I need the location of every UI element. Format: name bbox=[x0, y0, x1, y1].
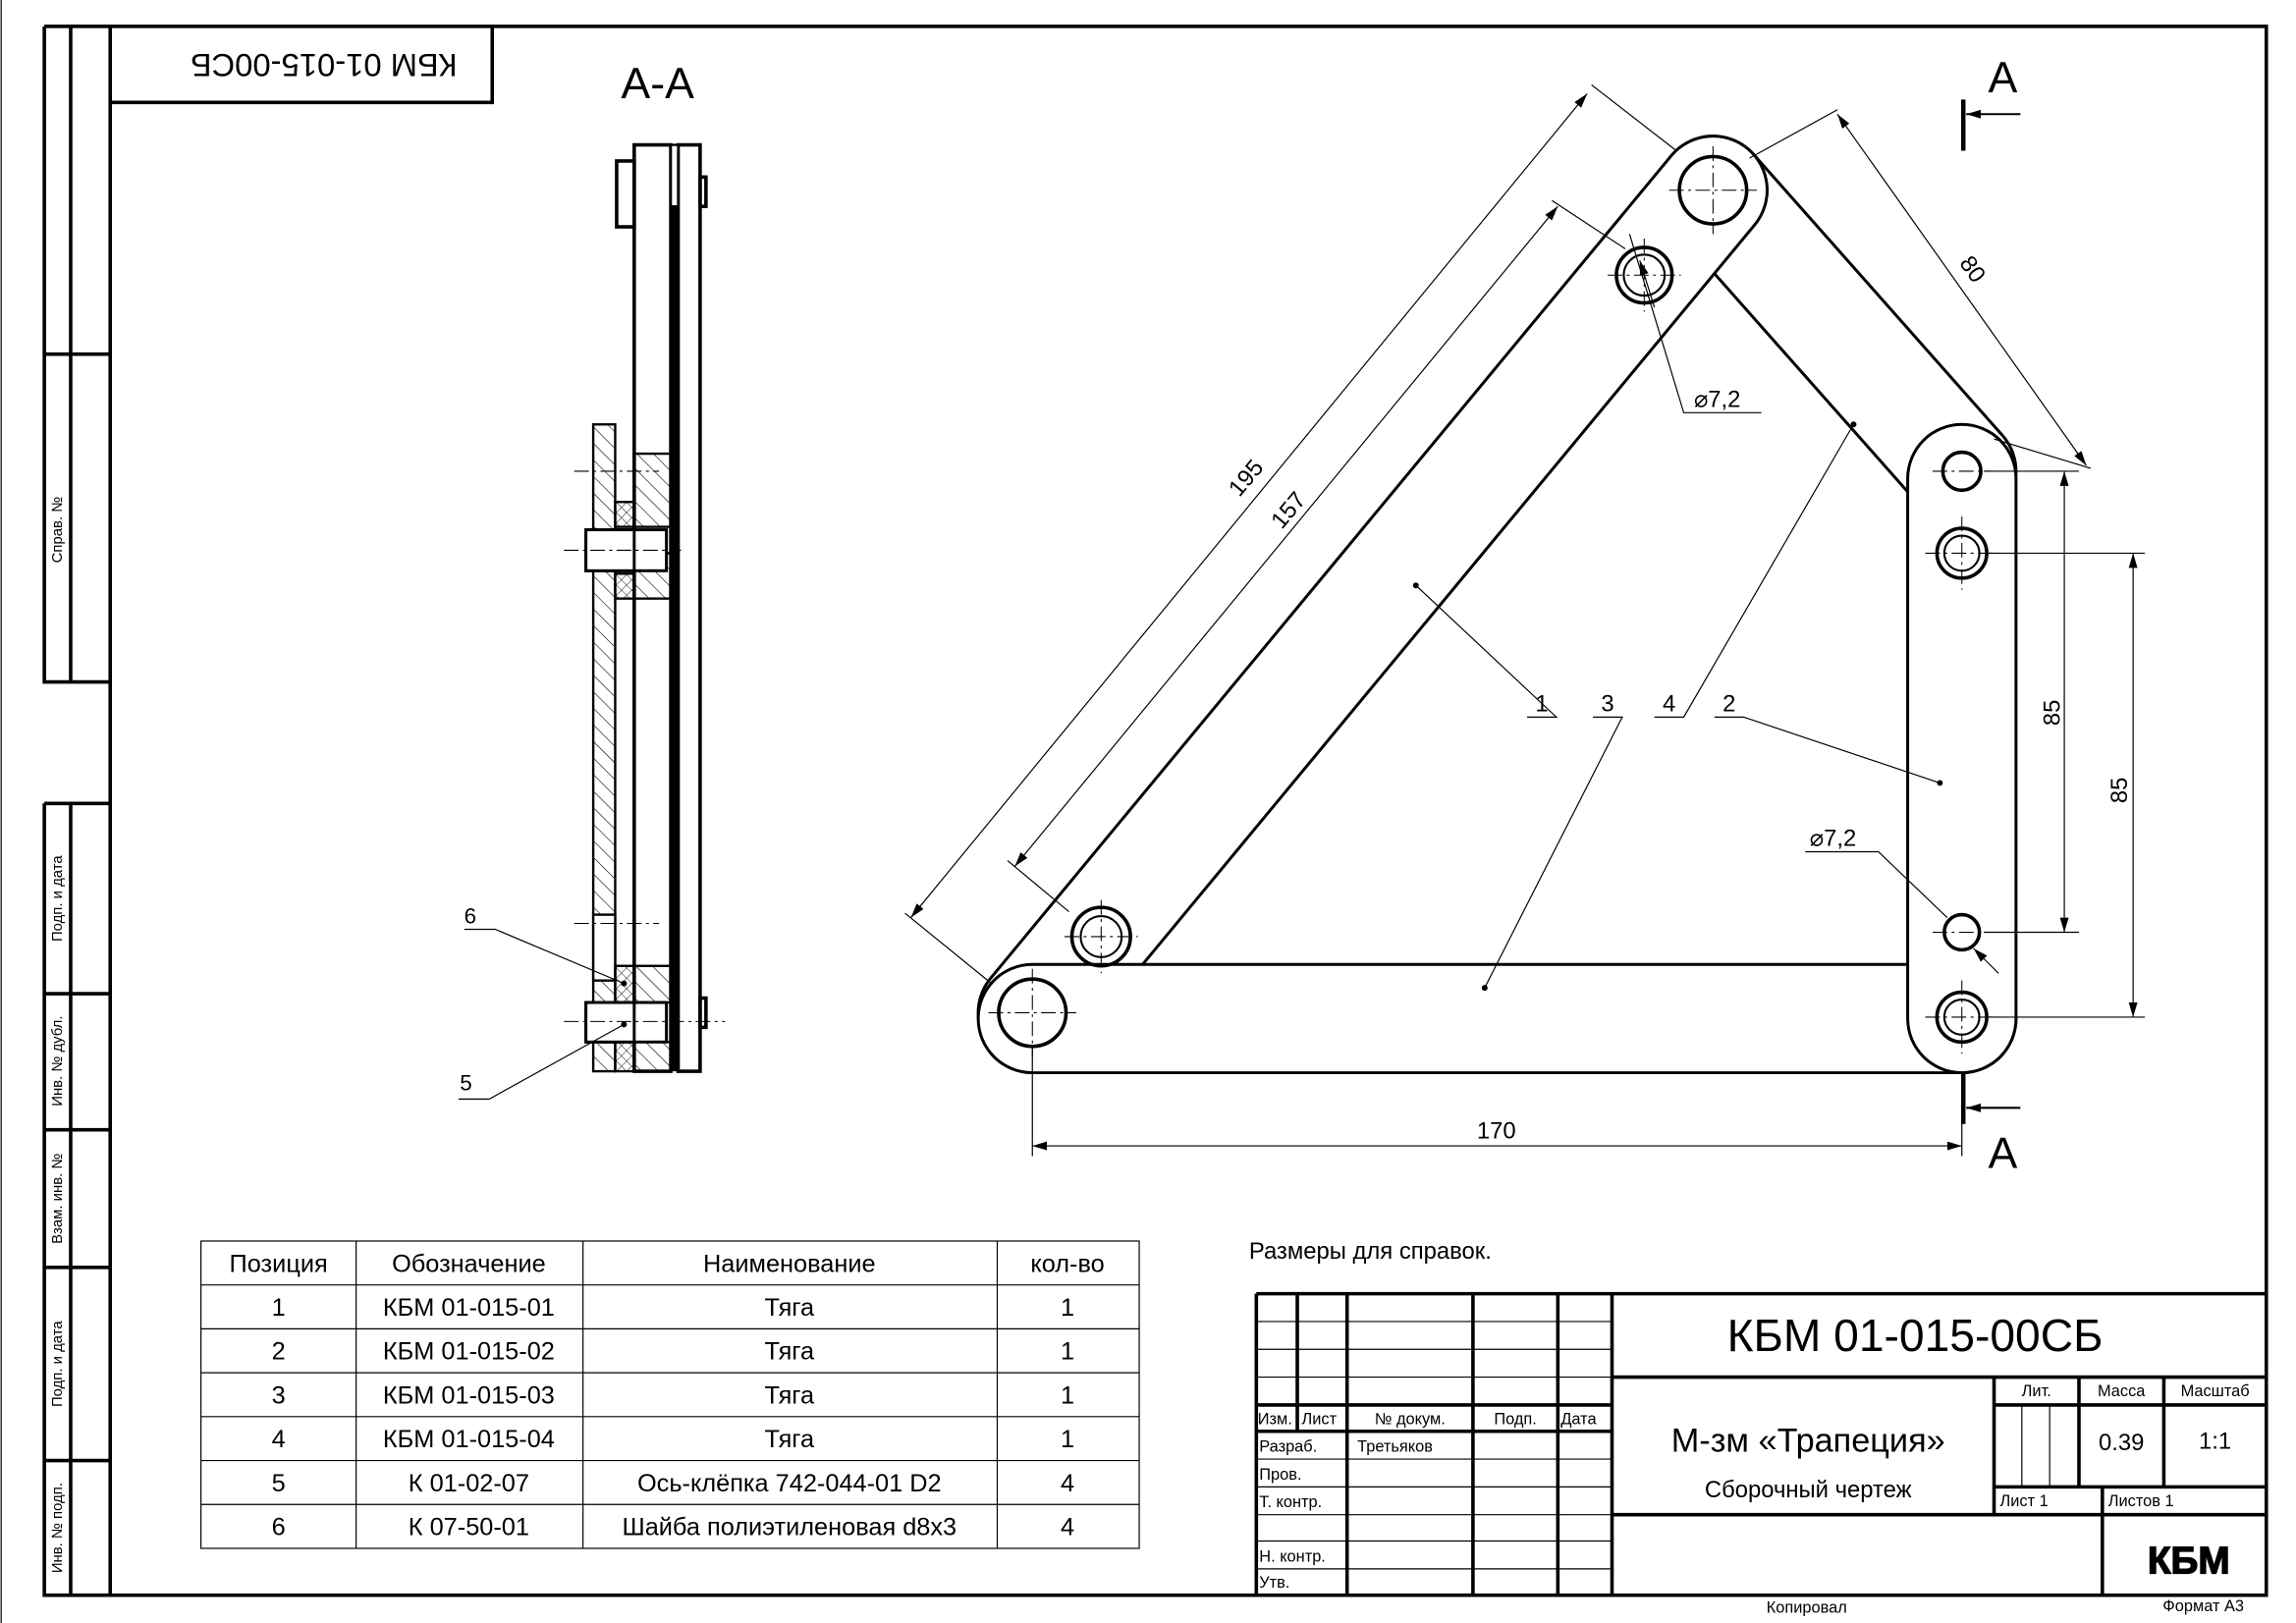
position-3: 3 bbox=[1601, 690, 1613, 717]
spec-cell: КБМ 01-015-02 bbox=[383, 1338, 555, 1366]
tb-col-izm: Изм. bbox=[1258, 1410, 1292, 1428]
spec-cell: Тяга bbox=[765, 1381, 815, 1409]
strip-field-sprav: Справ. № bbox=[50, 497, 66, 564]
spec-cell: 5 bbox=[272, 1470, 286, 1497]
spec-header-qty: кол-во bbox=[1030, 1250, 1104, 1277]
rotated-designation-stamp: КБМ 01-015-00СБ bbox=[110, 26, 495, 105]
tb-col-sign: Подп. bbox=[1494, 1410, 1537, 1428]
dim-hole-upper: ⌀7,2 bbox=[1694, 386, 1740, 412]
section-mark-bottom: А bbox=[1989, 1129, 2018, 1177]
position-2: 2 bbox=[1722, 690, 1735, 717]
spec-cell: Тяга bbox=[765, 1338, 815, 1366]
strip-field-podp-1: Подп. и дата bbox=[50, 855, 66, 942]
rotated-designation: КБМ 01-015-00СБ bbox=[191, 47, 458, 83]
strip-field-podp-2: Подп. и дата bbox=[50, 1321, 66, 1407]
spec-header-designation: Обозначение bbox=[392, 1250, 546, 1277]
tb-product-name: М-зм «Трапеция» bbox=[1671, 1423, 1945, 1460]
spec-cell: 1 bbox=[272, 1294, 286, 1322]
tb-doc-type: Сборочный чертеж bbox=[1705, 1477, 1912, 1503]
tb-col-list: Лист bbox=[1302, 1410, 1338, 1428]
spec-cell: Шайба полиэтиленовая d8x3 bbox=[622, 1514, 957, 1542]
tb-mass-label: Масса bbox=[2098, 1382, 2146, 1400]
section-mark-top: А bbox=[1989, 54, 2018, 102]
main-view-linkage: 195 157 80 85 85 170 ⌀7,2 ⌀7,2 1 3 4 2 А bbox=[904, 54, 2146, 1177]
specification-table: Позиция Обозначение Наименование кол-во … bbox=[200, 1240, 1140, 1549]
spec-cell: КБМ 01-015-04 bbox=[383, 1426, 555, 1453]
spec-cell: КБМ 01-015-03 bbox=[383, 1381, 555, 1409]
tb-scale: 1:1 bbox=[2199, 1429, 2231, 1455]
spec-header-position: Позиция bbox=[230, 1250, 328, 1277]
tb-lit-label: Лит. bbox=[2022, 1382, 2051, 1400]
side-strip: Справ. № Подп. и дата Инв. № дубл. Взам.… bbox=[42, 25, 111, 1597]
tb-col-date: Дата bbox=[1560, 1410, 1597, 1428]
strip-field-inv-dubl: Инв. № дубл. bbox=[50, 1016, 66, 1107]
tb-role-razrab: Разраб. bbox=[1259, 1438, 1317, 1456]
section-leader-6: 6 bbox=[465, 904, 476, 929]
spec-cell: Ось-клёпка 742-044-01 D2 bbox=[637, 1470, 942, 1497]
spec-cell: К 07-50-01 bbox=[409, 1514, 529, 1542]
section-leader-5: 5 bbox=[460, 1070, 471, 1095]
dim-157: 157 bbox=[1266, 487, 1311, 534]
dim-195: 195 bbox=[1224, 455, 1269, 502]
strip-field-inv-podl: Инв. № подп. bbox=[50, 1483, 66, 1573]
tb-scale-label: Масштаб bbox=[2181, 1382, 2250, 1400]
tb-designation: КБМ 01-015-00СБ bbox=[1727, 1310, 2104, 1361]
spec-rows: 1 КБМ 01-015-01 Тяга 1 2 КБМ 01-015-02 Т… bbox=[272, 1294, 1074, 1542]
position-4: 4 bbox=[1663, 690, 1675, 717]
dim-170: 170 bbox=[1477, 1118, 1516, 1145]
spec-cell: К 01-02-07 bbox=[409, 1470, 529, 1497]
tb-format: Формат А3 bbox=[2162, 1597, 2244, 1615]
spec-cell: 4 bbox=[1061, 1470, 1074, 1497]
position-leaders bbox=[1415, 423, 1941, 989]
dim-80: 80 bbox=[1954, 251, 1991, 288]
section-title: А-А bbox=[621, 60, 694, 108]
kbm-logo: КБМ bbox=[2147, 1540, 2230, 1583]
spec-cell: 1 bbox=[1061, 1338, 1074, 1366]
tb-role-utv: Утв. bbox=[1259, 1574, 1289, 1592]
spec-cell: Тяга bbox=[765, 1294, 815, 1322]
tb-developer: Третьяков bbox=[1357, 1438, 1433, 1456]
tb-sheet: Лист 1 bbox=[1999, 1492, 2048, 1510]
section-view-a-a: А-А 6 5 bbox=[458, 60, 726, 1100]
spec-cell: 4 bbox=[1061, 1514, 1074, 1542]
spec-cell: 2 bbox=[272, 1338, 286, 1366]
spec-cell: 3 bbox=[272, 1381, 286, 1409]
tb-sheets: Листов 1 bbox=[2108, 1492, 2174, 1510]
spec-cell: 4 bbox=[272, 1426, 286, 1453]
tb-role-prov: Пров. bbox=[1259, 1466, 1301, 1484]
dim-hole-lower: ⌀7,2 bbox=[1810, 826, 1856, 852]
reference-dimensions-note: Размеры для справок. bbox=[1249, 1238, 1492, 1265]
tb-mass: 0.39 bbox=[2099, 1430, 2144, 1456]
section-marker-top: А bbox=[1960, 54, 2021, 151]
tb-col-doc: № докум. bbox=[1375, 1410, 1446, 1428]
spec-cell: КБМ 01-015-01 bbox=[383, 1294, 555, 1322]
spec-cell: 1 bbox=[1061, 1294, 1074, 1322]
spec-cell: Тяга bbox=[765, 1426, 815, 1453]
title-block: КБМ 01-015-00СБ М-зм «Трапеция» Сборочны… bbox=[1254, 1291, 2267, 1617]
svg-text:КБМ: КБМ bbox=[2148, 1540, 2230, 1582]
dim-85-inner: 85 bbox=[2040, 700, 2066, 727]
spec-cell: 1 bbox=[1061, 1381, 1074, 1409]
section-marker-bottom: А bbox=[1960, 1072, 2021, 1177]
tb-role-nkontr: Н. контр. bbox=[1259, 1547, 1326, 1565]
spec-header-name: Наименование bbox=[703, 1250, 876, 1277]
tb-copied: Копировал bbox=[1767, 1599, 1847, 1617]
spec-cell: 1 bbox=[1061, 1426, 1074, 1453]
tb-role-tkontr: Т. контр. bbox=[1259, 1493, 1322, 1511]
dim-85-outer: 85 bbox=[2106, 778, 2133, 804]
strip-field-vzam: Взам. инв. № bbox=[50, 1154, 66, 1244]
spec-cell: 6 bbox=[272, 1514, 286, 1542]
position-1: 1 bbox=[1535, 690, 1548, 717]
